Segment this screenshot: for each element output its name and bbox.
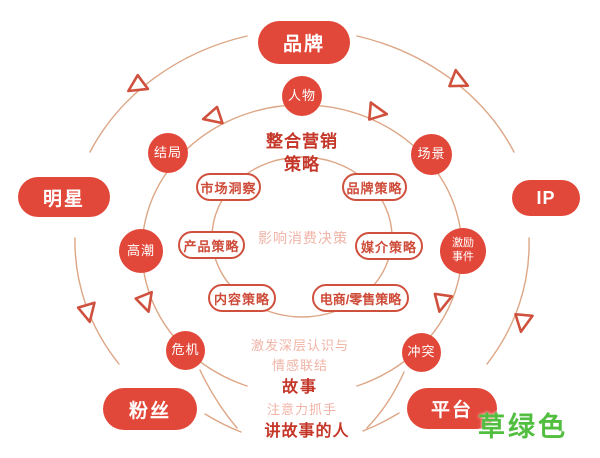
flow-arrow-icon bbox=[514, 312, 534, 334]
strategy-pill-product-strategy: 产品策略 bbox=[178, 231, 245, 259]
story-node-ending: 结局 bbox=[148, 133, 188, 173]
strategy-pill-media-strategy: 媒介策略 bbox=[355, 232, 423, 260]
story-node-scene: 场景 bbox=[411, 134, 452, 175]
flow-arrow-icon bbox=[433, 292, 454, 313]
outer-arc-top-right bbox=[356, 35, 515, 153]
story-node-character: 人物 bbox=[282, 76, 322, 116]
converge-line-crisis bbox=[199, 369, 238, 429]
story-node-inciting-incident: 激励 事件 bbox=[440, 228, 486, 274]
caption-attention-hook: 注意力抓手 bbox=[266, 402, 337, 417]
converge-line-fans bbox=[204, 413, 242, 433]
label-storyteller: 讲故事的人 bbox=[264, 423, 350, 440]
outer-arc-top-left bbox=[89, 35, 248, 153]
center-title: 整合营销 策略 bbox=[266, 132, 338, 174]
strategy-pill-brand-strategy: 品牌策略 bbox=[342, 173, 407, 201]
story-node-conflict: 冲突 bbox=[402, 333, 441, 372]
story-node-crisis: 危机 bbox=[166, 331, 205, 370]
converge-line-platform bbox=[362, 412, 400, 432]
strategy-pill-ecommerce-retail-strategy: 电商/零售策略 bbox=[312, 284, 409, 312]
converge-line-conflict bbox=[366, 371, 405, 429]
watermark-text: 草绿色 bbox=[478, 412, 568, 442]
strategy-pill-market-insight: 市场洞察 bbox=[196, 173, 261, 201]
outer-node-ip: IP bbox=[512, 180, 580, 216]
flow-arrow-icon bbox=[76, 301, 96, 324]
label-story: 故事 bbox=[281, 379, 318, 396]
outer-node-brand: 品牌 bbox=[258, 21, 350, 64]
flow-arrow-icon bbox=[127, 73, 150, 93]
strategy-pill-content-strategy: 内容策略 bbox=[208, 284, 276, 312]
outer-node-fans: 粉丝 bbox=[103, 388, 197, 430]
outer-arc-bottom-right bbox=[486, 237, 530, 365]
flow-arrow-icon bbox=[367, 101, 389, 121]
flow-arrow-icon bbox=[201, 105, 224, 125]
outer-node-star: 明星 bbox=[18, 177, 110, 217]
outer-arc-bottom-left bbox=[74, 237, 120, 365]
flow-arrow-icon bbox=[448, 68, 470, 88]
caption-deep-connection: 激发深层认识与 情感联结 bbox=[250, 338, 349, 373]
caption-influence-decision: 影响消费决策 bbox=[258, 230, 348, 246]
story-node-climax: 高潮 bbox=[119, 229, 163, 273]
flow-arrow-icon bbox=[134, 290, 153, 313]
outer-node-platform: 平台 bbox=[407, 388, 497, 429]
